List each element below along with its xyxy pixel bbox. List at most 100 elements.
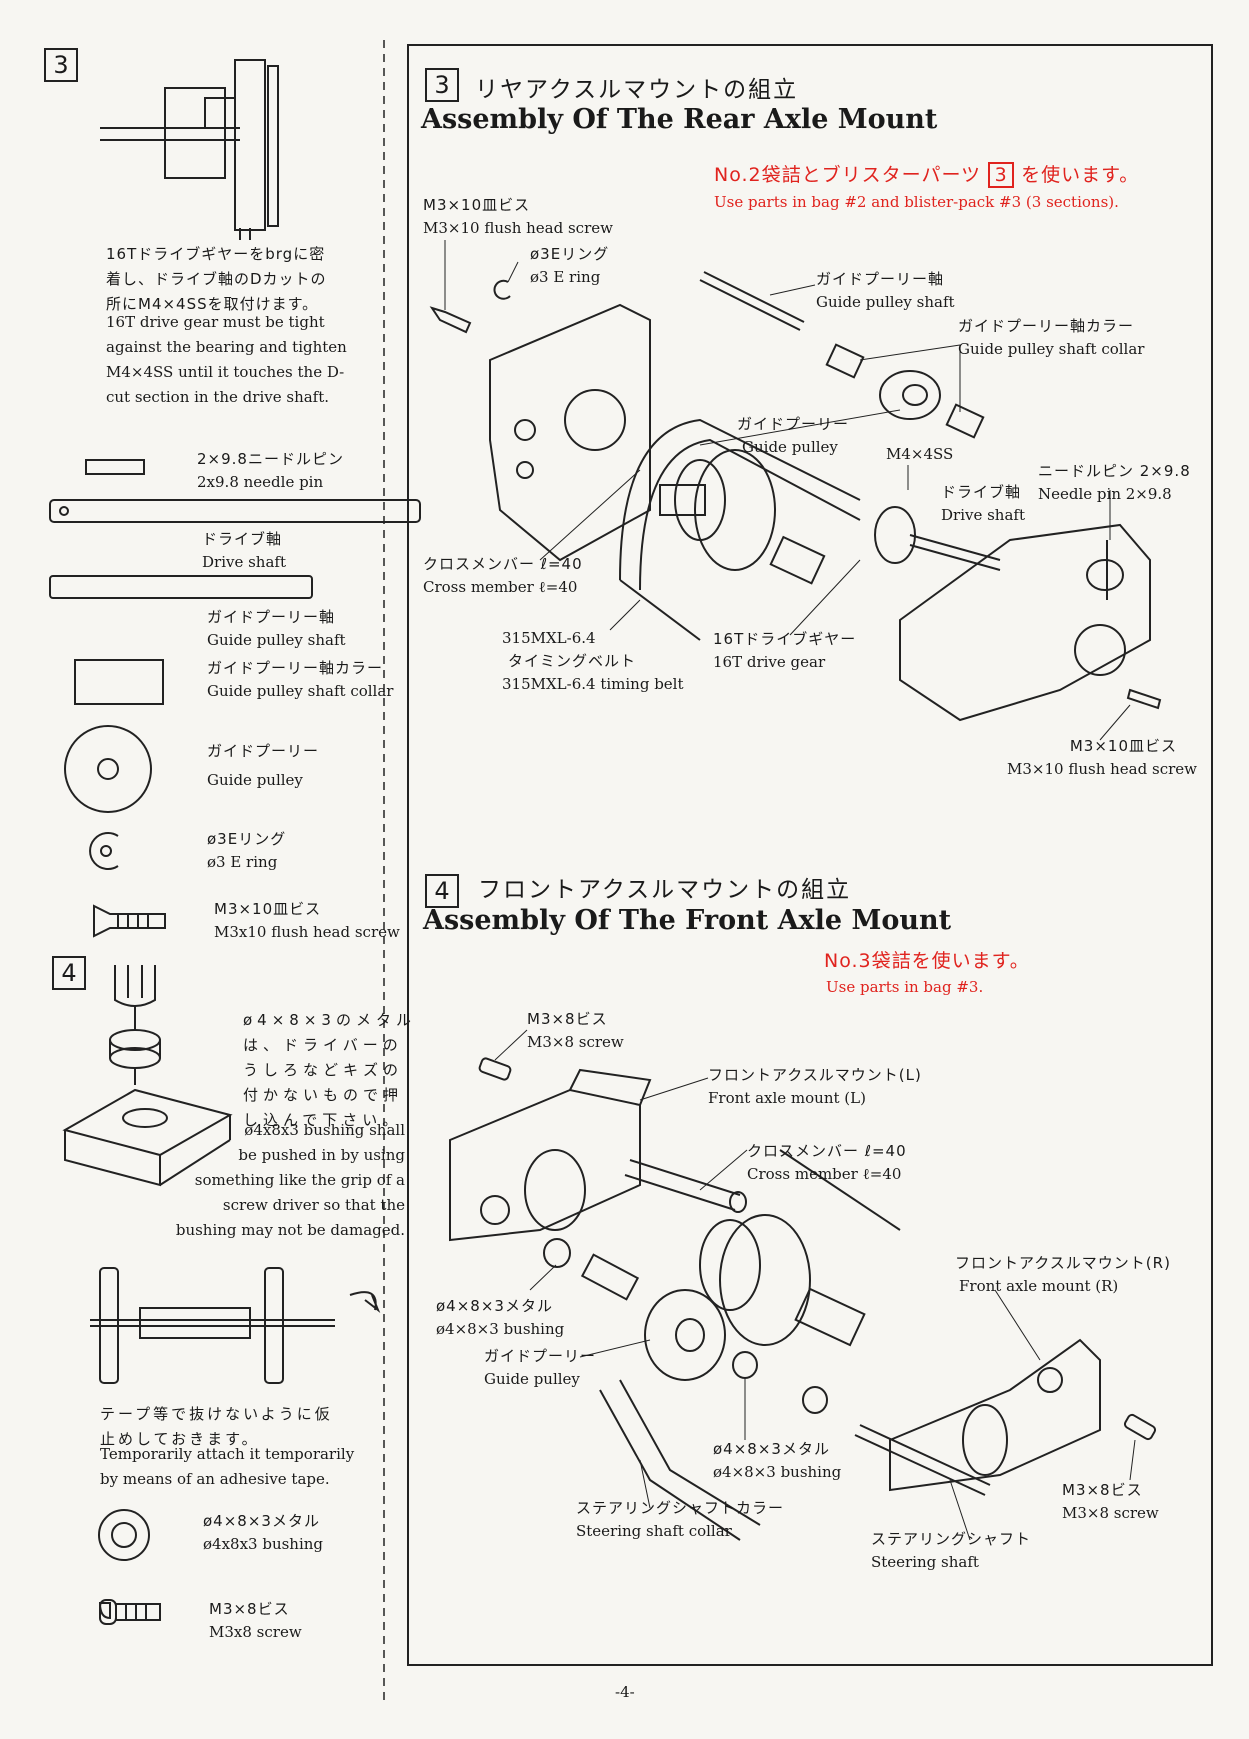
part-jp: M3×8ビス bbox=[209, 1600, 290, 1618]
part-jp: 2×9.8ニードルピン bbox=[197, 450, 344, 468]
label-jp: ガイドプーリー軸 bbox=[816, 270, 945, 288]
note-line: be pushed in by using bbox=[238, 1146, 405, 1164]
note-line: 所にM4×4SSを取付けます。 bbox=[106, 295, 319, 313]
label-en: Front axle mount (R) bbox=[959, 1277, 1119, 1295]
label-jp: クロスメンバー ℓ=40 bbox=[423, 555, 583, 573]
part-bushing: ø4×8×3メタル ø4x8x3 bushing bbox=[203, 1510, 323, 1556]
callout-guide-pulley-shaft: ガイドプーリー軸 Guide pulley shaft bbox=[816, 268, 955, 314]
callout-bushing-right: ø4×8×3メタル ø4×8×3 bushing bbox=[713, 1438, 841, 1484]
part-m3x8-screw: M3×8ビス M3x8 screw bbox=[209, 1598, 302, 1644]
note-line: 16T drive gear must be tight bbox=[106, 313, 325, 331]
sidebar-step3-number: 3 bbox=[44, 48, 78, 82]
label-jp: ガイドプーリー軸カラー bbox=[958, 317, 1135, 335]
part-guide-pulley-shaft-collar: ガイドプーリー軸カラー Guide pulley shaft collar bbox=[207, 657, 393, 703]
label-jp: M3×8ビス bbox=[1062, 1481, 1143, 1499]
label-en: M3×8 screw bbox=[527, 1033, 624, 1051]
part-en: M3x10 flush head screw bbox=[214, 923, 400, 941]
section4-title-en: Assembly Of The Front Axle Mount bbox=[423, 905, 952, 936]
note-line: M4×4SS until it touches the D- bbox=[106, 363, 345, 381]
label-en: 16T drive gear bbox=[713, 653, 826, 671]
part-en: ø3 E ring bbox=[207, 853, 278, 871]
sidebar-step3-note-en: 16T drive gear must be tight against the… bbox=[106, 310, 347, 410]
label-en: M3×8 screw bbox=[1062, 1504, 1159, 1522]
note-line: ø4x8x3 bushing shall bbox=[244, 1121, 405, 1139]
label-jp: タイミングベルト bbox=[508, 652, 637, 670]
note-line: against the bearing and tighten bbox=[106, 338, 347, 356]
note-line: 付かないもので押 bbox=[243, 1086, 404, 1104]
callout-m3x8-screw-left: M3×8ビス M3×8 screw bbox=[527, 1008, 624, 1054]
callout-guide-pulley: ガイドプーリー Guide pulley bbox=[737, 413, 849, 459]
label-en: ø3 E ring bbox=[530, 268, 601, 286]
label-jp: フロントアクスルマウント(L) bbox=[708, 1066, 922, 1084]
callout-cross-member-front: クロスメンバー ℓ=40 Cross member ℓ=40 bbox=[747, 1140, 907, 1186]
label-en: Guide pulley shaft bbox=[816, 293, 955, 311]
label-code: 315MXL-6.4 bbox=[502, 629, 596, 647]
part-jp: M3×10皿ビス bbox=[214, 900, 322, 918]
callout-guide-pulley-front: ガイドプーリー Guide pulley bbox=[484, 1345, 596, 1391]
label-jp: ステアリングシャフト bbox=[871, 1530, 1032, 1548]
label-jp: ニードルピン 2×9.8 bbox=[1038, 462, 1191, 480]
part-jp: ドライブ軸 bbox=[202, 530, 283, 548]
part-guide-pulley-shaft: ガイドプーリー軸 Guide pulley shaft bbox=[207, 606, 346, 652]
callout-flush-screw-bottom: M3×10皿ビス M3×10 flush head screw bbox=[1007, 735, 1197, 781]
label-en: Steering shaft bbox=[871, 1553, 979, 1571]
label-jp: ステアリングシャフトカラー bbox=[576, 1499, 785, 1517]
section4-bag-note-jp: No.3袋詰を使います。 bbox=[824, 950, 1030, 972]
part-e-ring: ø3Eリング ø3 E ring bbox=[207, 828, 286, 874]
part-en: Guide pulley shaft bbox=[207, 631, 346, 649]
sidebar-tape-note-jp: テープ等で抜けないように仮 止めしておきます。 bbox=[100, 1402, 333, 1452]
note-line: by means of an adhesive tape. bbox=[100, 1470, 330, 1488]
label-jp: クロスメンバー ℓ=40 bbox=[747, 1142, 907, 1160]
section4-bag-note-en: Use parts in bag #3. bbox=[826, 978, 984, 996]
note-line: something like the grip of a bbox=[194, 1171, 405, 1189]
part-drive-shaft: ドライブ軸 Drive shaft bbox=[202, 528, 286, 574]
section3-title-jp: リヤアクスルマウントの組立 bbox=[475, 77, 799, 103]
section4-number: 4 bbox=[425, 874, 459, 908]
callout-16t-drive-gear: 16Tドライブギヤー 16T drive gear bbox=[713, 628, 856, 674]
part-en: Guide pulley shaft collar bbox=[207, 682, 394, 700]
label-en: 315MXL-6.4 timing belt bbox=[502, 675, 684, 693]
part-en: ø4x8x3 bushing bbox=[203, 1535, 324, 1553]
label-en: Cross member ℓ=40 bbox=[747, 1165, 902, 1183]
part-jp: ø4×8×3メタル bbox=[203, 1512, 320, 1530]
sidebar-tape-note-en: Temporarily attach it temporarily by mea… bbox=[100, 1442, 354, 1492]
label-jp: M3×10皿ビス bbox=[423, 196, 531, 214]
note-line: bushing may not be damaged. bbox=[175, 1221, 405, 1239]
label-en: Guide pulley shaft collar bbox=[958, 340, 1145, 358]
sidebar-step4-number: 4 bbox=[52, 956, 86, 990]
note-line: は、ドライバーの bbox=[243, 1036, 403, 1054]
label-en: Guide pulley bbox=[484, 1370, 580, 1388]
callout-set-screw: M4×4SS bbox=[886, 443, 953, 466]
page-number: -4- bbox=[615, 1683, 635, 1701]
section4-title-jp: フロントアクスルマウントの組立 bbox=[478, 877, 852, 903]
label-en: Needle pin 2×9.8 bbox=[1038, 485, 1172, 503]
part-guide-pulley: ガイドプーリー Guide pulley bbox=[207, 740, 319, 792]
part-en: 2x9.8 needle pin bbox=[197, 473, 324, 491]
callout-flush-screw-top: M3×10皿ビス M3×10 flush head screw bbox=[423, 194, 613, 240]
label-jp: ø3Eリング bbox=[530, 245, 610, 263]
label-jp: フロントアクスルマウント(R) bbox=[955, 1254, 1171, 1272]
callout-needle-pin: ニードルピン 2×9.8 Needle pin 2×9.8 bbox=[1038, 460, 1191, 506]
note-line: し込んで下さい。 bbox=[243, 1111, 403, 1129]
note-line: cut section in the drive shaft. bbox=[106, 388, 330, 406]
note-line: 着し、ドライブ軸のDカットの bbox=[106, 270, 327, 288]
callout-front-axle-mount-l: フロントアクスルマウント(L) Front axle mount (L) bbox=[708, 1064, 922, 1110]
label-jp: M3×10皿ビス bbox=[1069, 737, 1177, 755]
callout-e-ring: ø3Eリング ø3 E ring bbox=[530, 243, 609, 289]
label-en: Cross member ℓ=40 bbox=[423, 578, 578, 596]
section3-bag-note-jp: No.2袋詰とブリスターパーツ 3 を使います。 bbox=[714, 160, 1139, 188]
part-en: Guide pulley bbox=[207, 771, 303, 789]
label-jp: ø4×8×3メタル bbox=[713, 1440, 830, 1458]
part-jp: ガイドプーリー軸 bbox=[207, 608, 336, 626]
note-line: 止めしておきます。 bbox=[100, 1430, 260, 1448]
label-en: Drive shaft bbox=[941, 506, 1025, 524]
label-jp: ø4×8×3メタル bbox=[436, 1297, 553, 1315]
part-en: M3x8 screw bbox=[209, 1623, 302, 1641]
part-jp: ø3Eリング bbox=[207, 830, 287, 848]
bag-note-pre: No.2袋詰とブリスターパーツ bbox=[714, 164, 982, 186]
label-en: Steering shaft collar bbox=[576, 1522, 732, 1540]
label-en: ø4×8×3 bushing bbox=[436, 1320, 565, 1338]
note-line: うしろなどキズの bbox=[243, 1061, 404, 1079]
label-jp: M3×8ビス bbox=[527, 1010, 608, 1028]
